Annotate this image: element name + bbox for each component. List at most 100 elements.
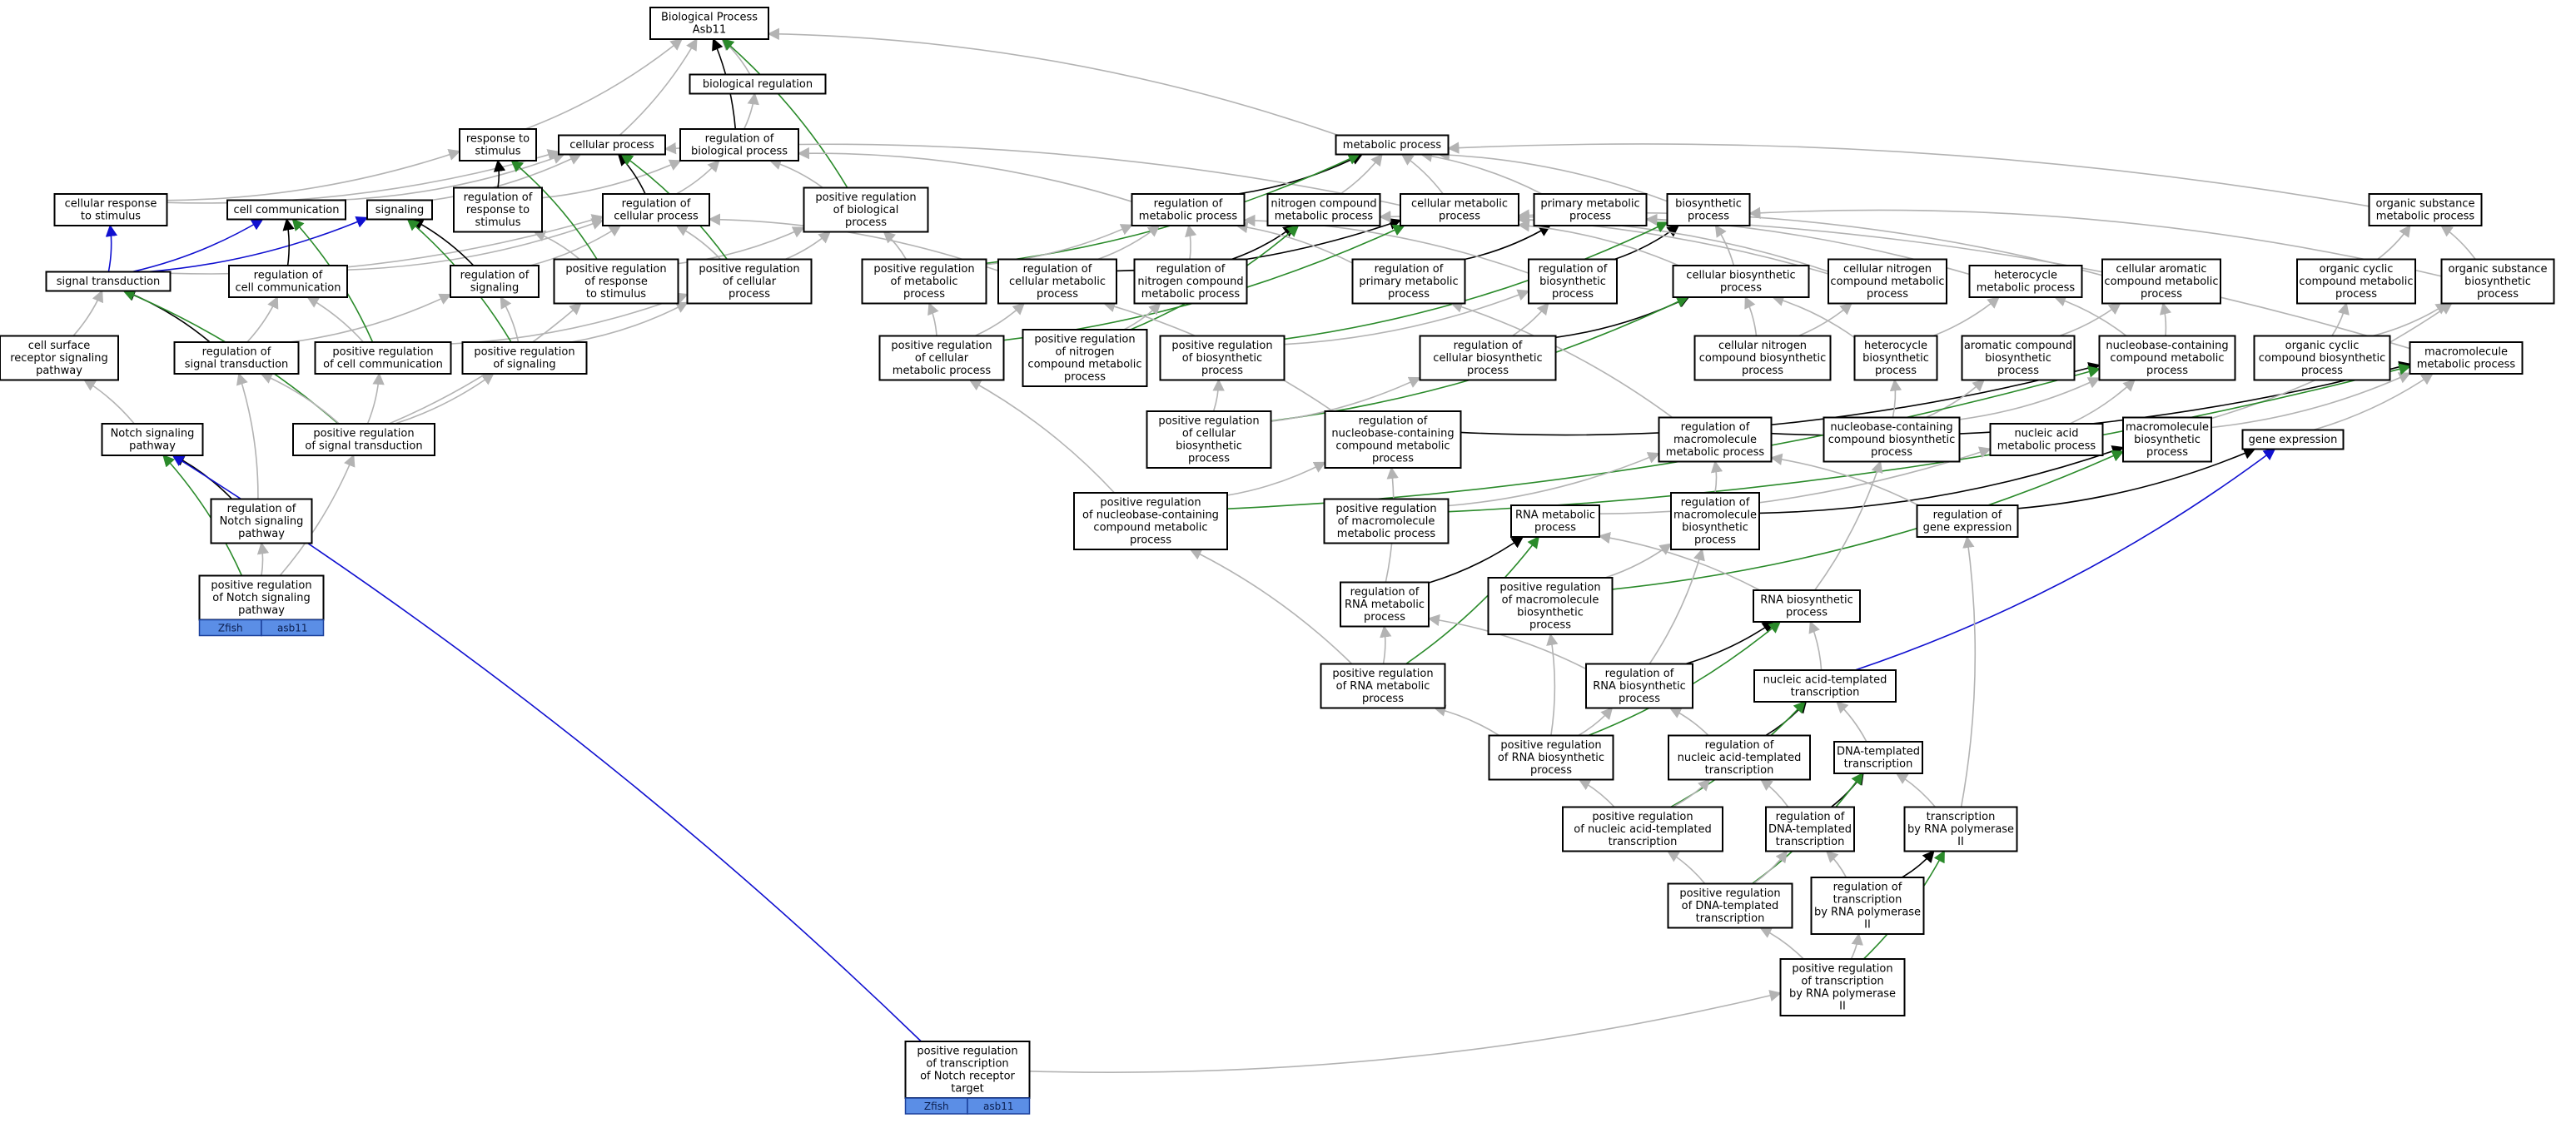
go-term-cell-communication[interactable]: cell communication [226,199,346,221]
edge-is_a [1578,707,1614,737]
term-label-line: regulation of [622,198,691,211]
edge-is_a [1825,850,1847,878]
term-label-line: by RNA polymerase [1789,988,1896,1001]
term-box [1487,577,1614,635]
go-term-metabolic-process[interactable]: metabolic process [1335,134,1450,156]
go-term-regulation-of-nucleobase-containing-compound-metabolic-process[interactable]: regulation ofnucleobase-containingcompou… [1324,410,1462,469]
go-term-biological-regulation[interactable]: biological regulation [689,73,827,95]
go-term-signaling[interactable]: signaling [366,199,433,221]
annotation-tag-asb11[interactable]: asb11 [261,619,325,637]
annotation-tag-zfish[interactable]: Zfish [904,1097,968,1115]
term-label-line: process [1388,288,1430,301]
term-box [679,128,799,161]
go-term-signal-transduction[interactable]: signal transduction [45,271,172,292]
annotation-tag-zfish[interactable]: Zfish [198,619,262,637]
term-label-line: regulation of [1776,811,1845,823]
term-label-line: signal transduction [185,359,289,371]
term-label-line: macromolecule [2126,421,2209,434]
term-label-line: cell communication [235,282,341,295]
go-term-gene-expression[interactable]: gene expression [2241,429,2345,450]
term-label-line: of RNA biosynthetic [1498,752,1604,764]
go-term-cellular-process[interactable]: cellular process [558,134,666,156]
term-label-line: Asb11 [693,24,726,37]
edge-positively_regulates [1612,450,2125,590]
annotation-tag-asb11[interactable]: asb11 [967,1097,1031,1115]
edge-is_a [927,302,939,336]
go-term-regulation-of-macromolecule-biosynthetic-process[interactable]: regulation ofmacromoleculebiosyntheticpr… [1670,492,1760,550]
term-label-line: signal transduction [57,276,161,288]
